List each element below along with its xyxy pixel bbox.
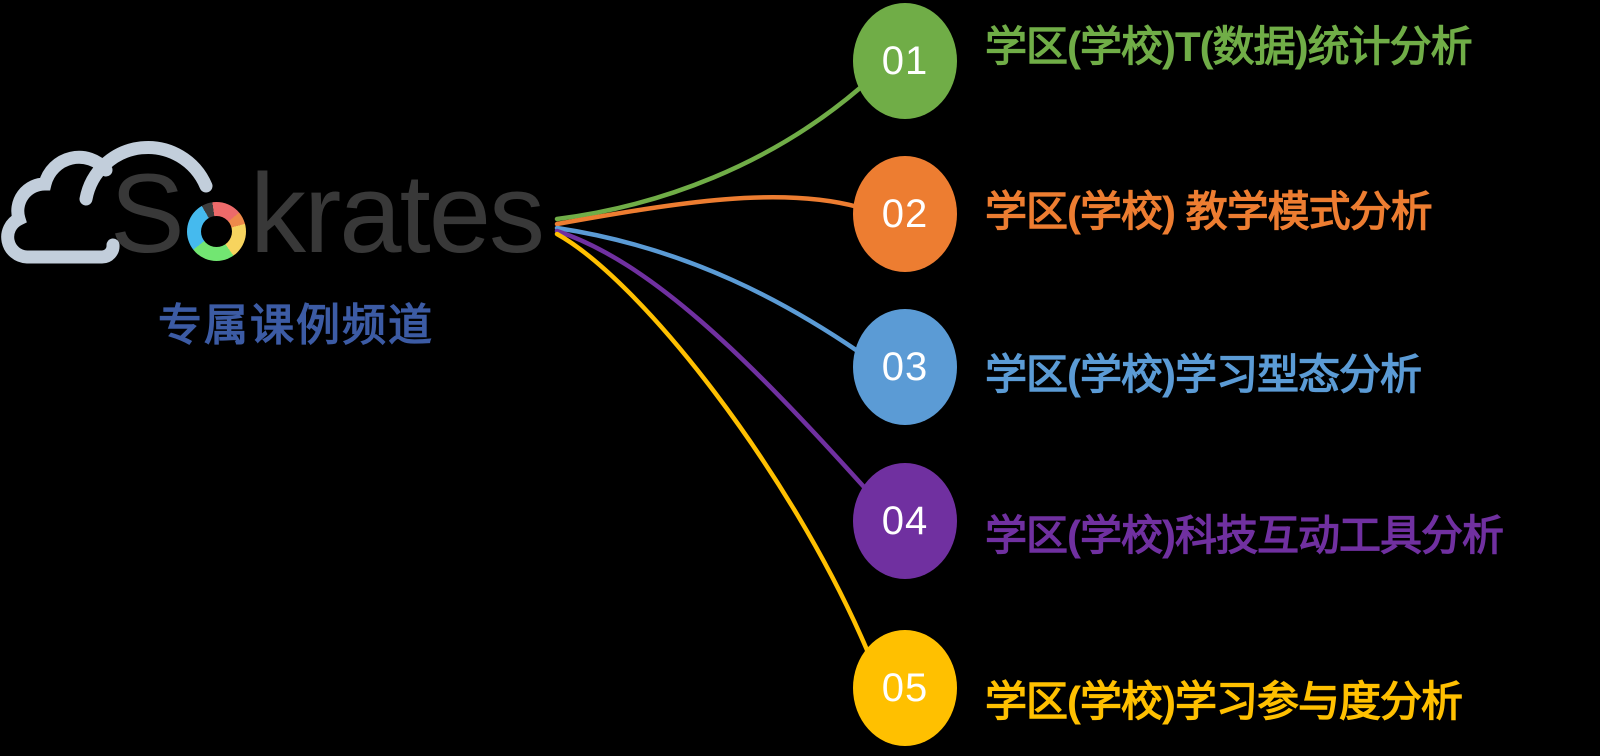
cloud-back-arc (79, 141, 213, 206)
logo-subtitle: 专属课例频道 (158, 301, 434, 350)
node-circle-04: 04 (853, 463, 957, 579)
branch-link-04 (554, 228, 867, 490)
color-wheel-hole (201, 216, 232, 247)
logo-letters-krates: krates (250, 151, 545, 276)
node-label-05: 学区(学校)学习参与度分析 (985, 678, 1463, 725)
node-circle-01: 01 (853, 3, 957, 119)
node-circle-03: 03 (853, 309, 957, 425)
branch-link-05 (554, 231, 870, 653)
node-number-01: 01 (881, 38, 929, 83)
node-number-04: 04 (881, 498, 929, 543)
color-wheel-icon (187, 202, 246, 261)
node-label-02: 学区(学校) 教学模式分析 (985, 188, 1433, 235)
branch-link-02 (554, 194, 861, 227)
node-number-05: 05 (881, 665, 929, 710)
node-label-04: 学区(学校)科技互动工具分析 (985, 512, 1504, 559)
node-circle-05: 05 (853, 630, 957, 746)
node-circle-02: 02 (853, 156, 957, 272)
node-label-03: 学区(学校)学习型态分析 (985, 351, 1422, 398)
branch-link-01 (554, 85, 863, 222)
branch-link-03 (554, 225, 862, 355)
node-number-02: 02 (881, 191, 929, 236)
logo-letter-s: S (110, 151, 185, 276)
cloud-logo-icon (1, 141, 213, 264)
node-number-03: 03 (881, 344, 929, 389)
cloud-front-outline (1, 150, 120, 264)
node-label-01: 学区(学校)T(数据)统计分析 (985, 23, 1473, 70)
